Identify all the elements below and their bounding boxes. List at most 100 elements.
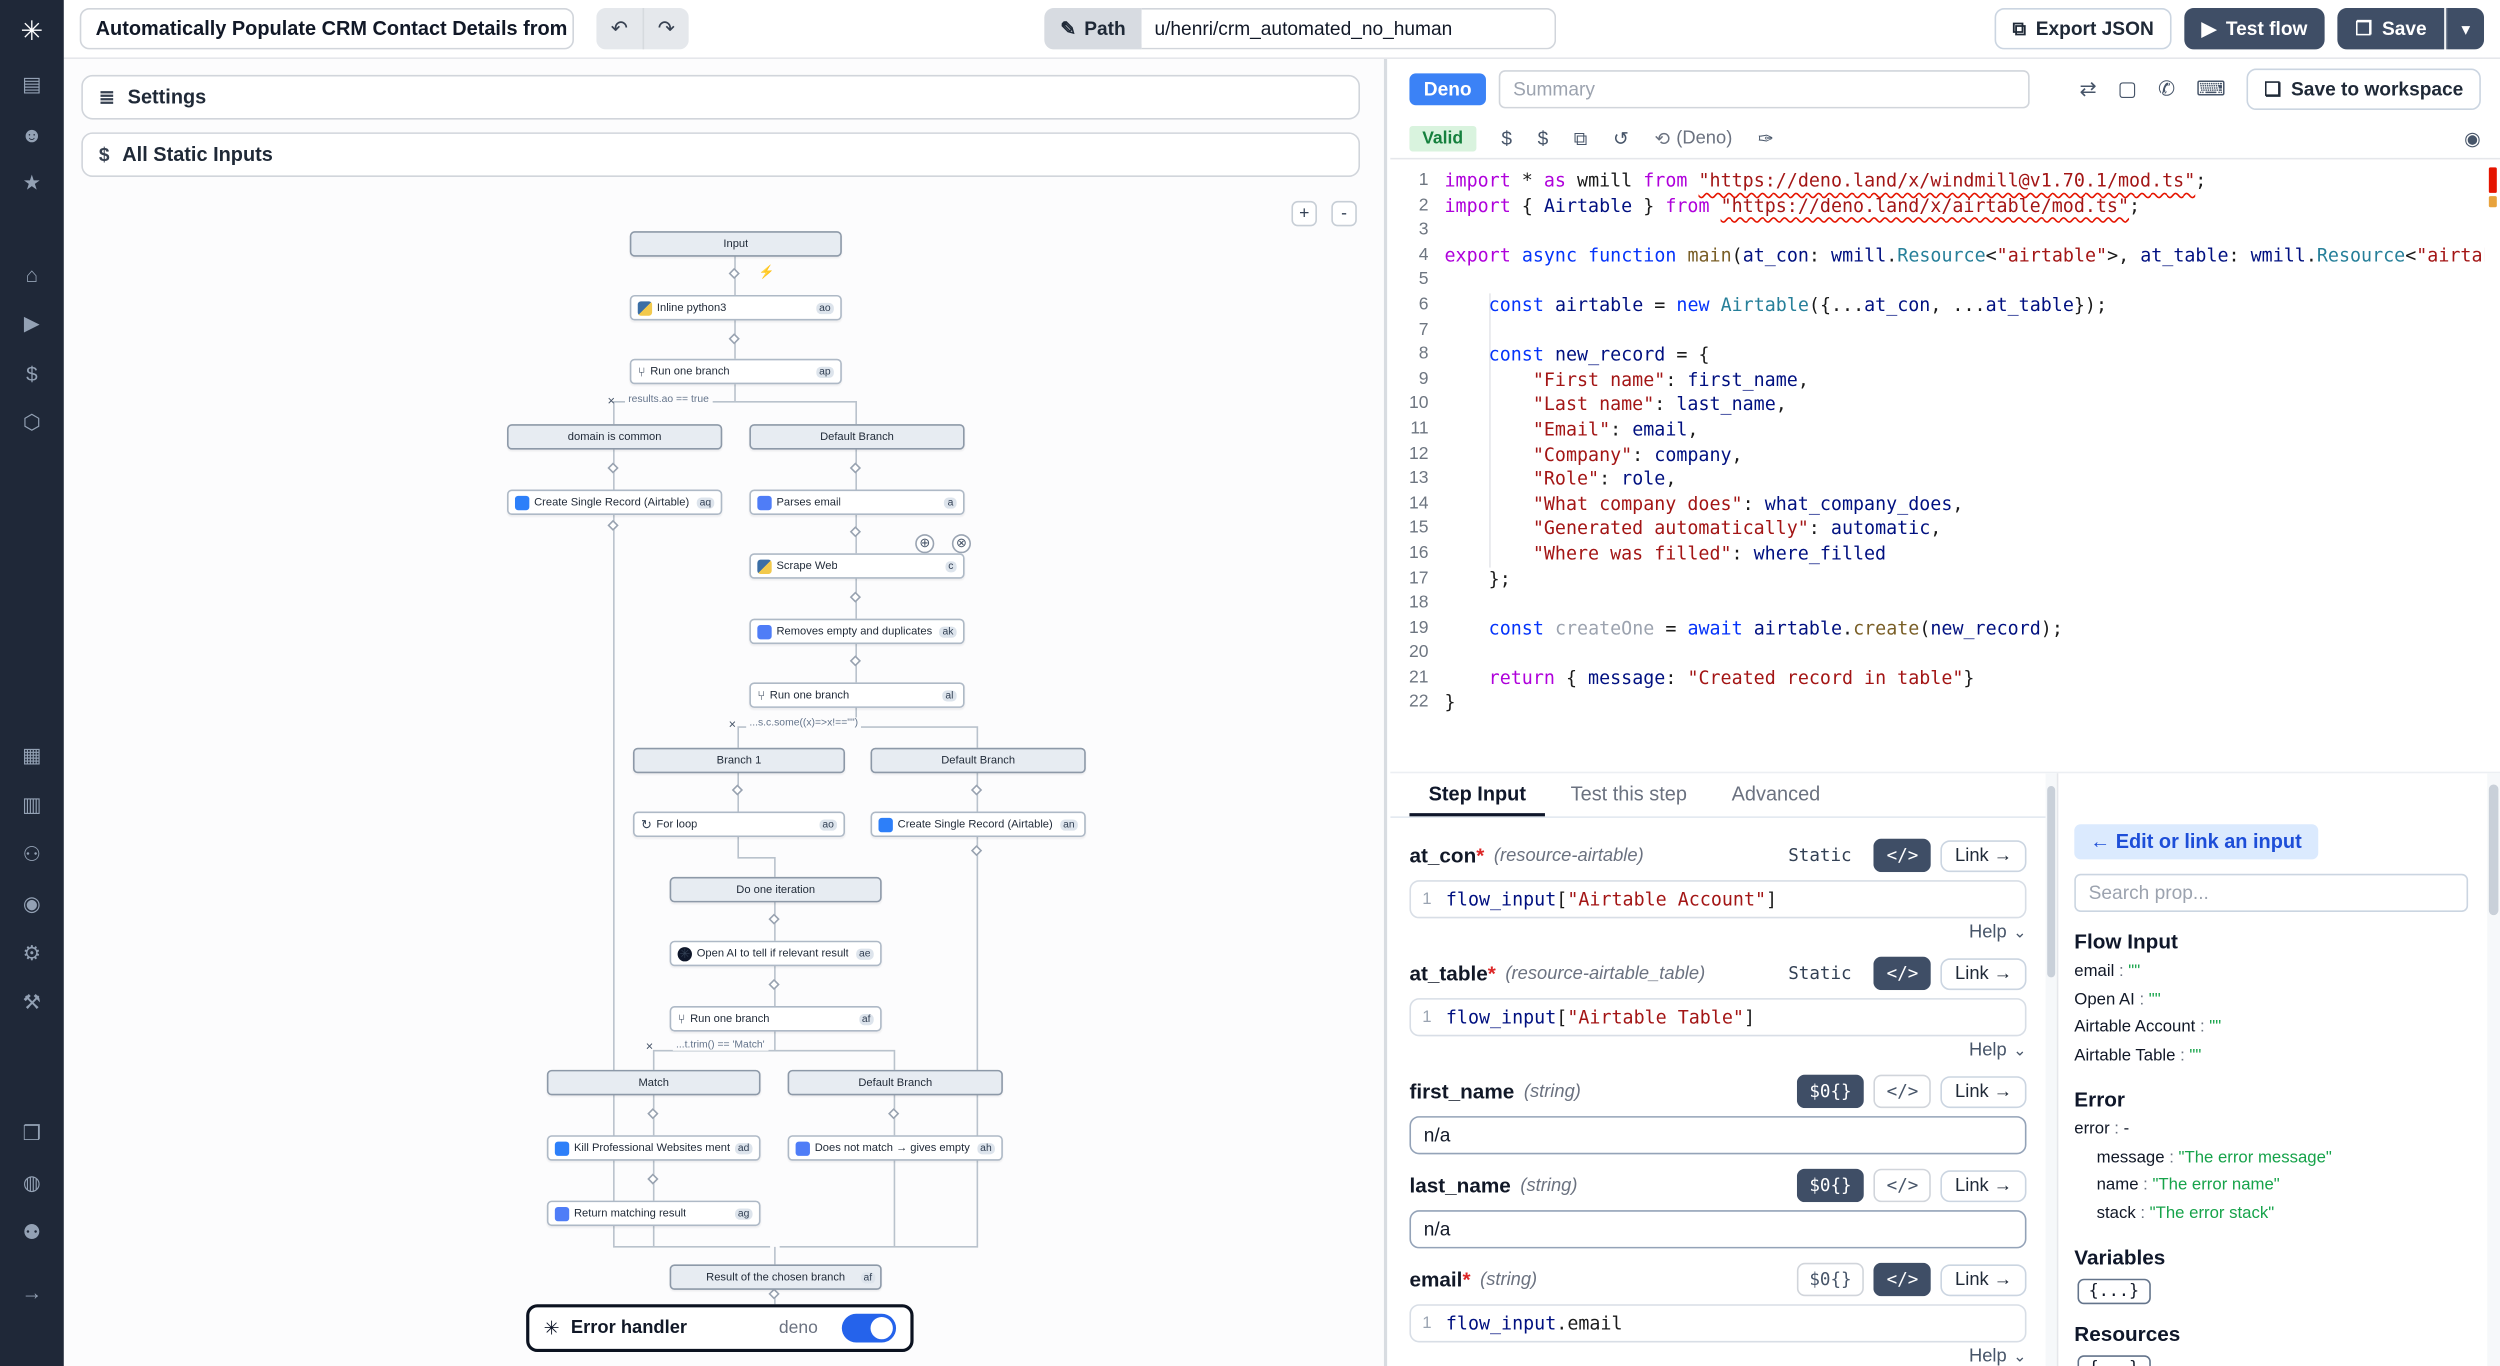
link-button[interactable]: Link → <box>1940 957 2027 990</box>
error-handler-toggle[interactable] <box>841 1313 897 1343</box>
field-value-input[interactable] <box>1409 1210 2027 1249</box>
static-mode-toggle[interactable]: Static <box>1775 957 1864 990</box>
zoom-in-button[interactable]: + <box>1291 200 1317 227</box>
help-link[interactable]: Help⌄ <box>1968 923 2027 943</box>
undo-button[interactable]: ↶ <box>596 7 643 50</box>
flow-node[interactable]: Do one iteration <box>669 876 882 903</box>
link-button[interactable]: Link → <box>1940 1263 2027 1296</box>
test-flow-button[interactable]: ▶Test flow <box>2184 7 2325 50</box>
dollar-icon[interactable]: $ <box>26 361 38 386</box>
flow-node[interactable]: Match <box>546 1069 761 1096</box>
static-mode-toggle[interactable]: $0{} <box>1796 1168 1865 1203</box>
save-button[interactable]: ❐Save <box>2337 7 2445 50</box>
path-button[interactable]: ✎Path <box>1044 7 1142 50</box>
clipboard-icon[interactable]: ⧉ <box>1573 126 1588 150</box>
prop-item[interactable]: Airtable Table : "" <box>2074 1045 2202 1065</box>
redo-button[interactable]: ↷ <box>642 7 689 50</box>
static-inputs-bar[interactable]: $ All Static Inputs <box>81 132 1361 177</box>
flow-node[interactable]: Create Single Record (Airtable)aq <box>507 489 723 515</box>
gear-icon[interactable]: ⚙ <box>22 940 42 965</box>
prop-scrollbar[interactable] <box>2487 773 2500 1366</box>
user-icon[interactable]: ☻ <box>20 121 43 146</box>
flow-node[interactable]: Create Single Record (Airtable)an <box>870 811 1086 838</box>
list-icon[interactable]: ▤ <box>22 71 42 96</box>
flow-node[interactable]: Default Branch <box>749 424 965 450</box>
flow-node[interactable]: domain is common <box>507 424 723 450</box>
flow-node[interactable]: Input <box>629 231 842 257</box>
static-mode-toggle[interactable]: $0{} <box>1796 1074 1865 1109</box>
settings-bar[interactable]: ≣ Settings <box>81 74 1361 120</box>
prop-object-badge[interactable]: {...} <box>2077 1355 2151 1366</box>
variable-picker-icon[interactable]: $ <box>1501 127 1513 150</box>
worker-icon[interactable]: ⚒ <box>22 990 42 1015</box>
flow-node[interactable]: Default Branch <box>870 747 1086 774</box>
code-mode-toggle[interactable]: </> <box>1873 838 1932 873</box>
flow-node[interactable]: Branch 1 <box>632 747 846 774</box>
tab-test-this-step[interactable]: Test this step <box>1570 782 1687 805</box>
box-icon[interactable]: ▢ <box>2117 76 2138 101</box>
step-scrollbar[interactable] <box>2045 773 2057 1366</box>
prop-item[interactable]: Airtable Account : "" <box>2074 1017 2222 1037</box>
prop-item[interactable]: message : "The error message" <box>2096 1147 2332 1167</box>
github-icon[interactable]: ⚉ <box>22 1219 42 1244</box>
eye-icon[interactable]: ◉ <box>22 891 41 916</box>
prop-search-input[interactable] <box>2074 873 2469 912</box>
edit-or-link-input-button[interactable]: ← Edit or link an input <box>2074 824 2318 860</box>
help-link[interactable]: Help⌄ <box>1968 1041 2027 1061</box>
error-handler-node[interactable]: ✳ Error handler deno <box>526 1304 914 1353</box>
sync-icon[interactable]: ⇄ <box>2079 76 2097 101</box>
export-json-button[interactable]: ⧉Export JSON <box>1994 7 2172 50</box>
book-icon[interactable]: ❒ <box>22 1120 42 1145</box>
calendar-icon[interactable]: ▦ <box>22 742 42 767</box>
folder-icon[interactable]: ▥ <box>22 792 42 817</box>
prop-item[interactable]: Open AI : "" <box>2074 989 2161 1009</box>
scrollbar-thumb[interactable] <box>2488 784 2499 916</box>
help-link[interactable]: Help⌄ <box>1968 1347 2027 1366</box>
flow-node[interactable]: Default Branch <box>787 1069 1003 1096</box>
tab-step-input[interactable]: Step Input <box>1409 773 1546 817</box>
save-to-workspace-button[interactable]: ❏Save to workspace <box>2246 68 2481 111</box>
resource-picker-icon[interactable]: $ <box>1537 127 1549 150</box>
users-icon[interactable]: ⚇ <box>22 841 42 866</box>
flow-node[interactable]: Kill Professional Websites mentionsad <box>546 1135 761 1161</box>
tab-advanced[interactable]: Advanced <box>1731 782 1821 805</box>
home-icon[interactable]: ⌂ <box>25 262 39 287</box>
path-value[interactable]: u/henri/crm_automated_no_human <box>1141 7 1557 50</box>
code-mode-toggle[interactable]: </> <box>1873 1074 1932 1109</box>
static-mode-toggle[interactable]: Static <box>1775 839 1864 872</box>
scrollbar-thumb[interactable] <box>2047 786 2056 978</box>
discord-icon[interactable]: ◍ <box>22 1170 41 1195</box>
code-mode-toggle[interactable]: </> <box>1873 1262 1932 1297</box>
format-brush-icon[interactable]: ✑ <box>1757 127 1774 150</box>
static-mode-toggle[interactable]: $0{} <box>1796 1262 1865 1297</box>
zoom-out-button[interactable]: - <box>1331 200 1357 227</box>
collapse-icon[interactable]: → <box>21 1279 43 1304</box>
prop-item[interactable]: stack : "The error stack" <box>2096 1202 2275 1223</box>
flow-node[interactable]: Does not match → gives empty valueah <box>787 1135 1003 1161</box>
phone-icon[interactable]: ✆ <box>2158 76 2176 101</box>
summary-input[interactable] <box>1498 70 2030 109</box>
save-menu-caret-button[interactable]: ▾ <box>2445 7 2485 50</box>
move-step-icon[interactable]: ⊕ <box>915 534 935 554</box>
remove-step-icon[interactable]: ⊗ <box>951 534 971 554</box>
prop-item[interactable]: name : "The error name" <box>2096 1175 2280 1195</box>
prop-item[interactable]: email : "" <box>2074 961 2141 981</box>
reset-icon[interactable]: ↺ <box>1612 127 1629 150</box>
star-icon[interactable]: ★ <box>22 170 42 195</box>
field-value-input[interactable] <box>1409 1116 2027 1155</box>
prop-object-badge[interactable]: {...} <box>2077 1278 2151 1305</box>
